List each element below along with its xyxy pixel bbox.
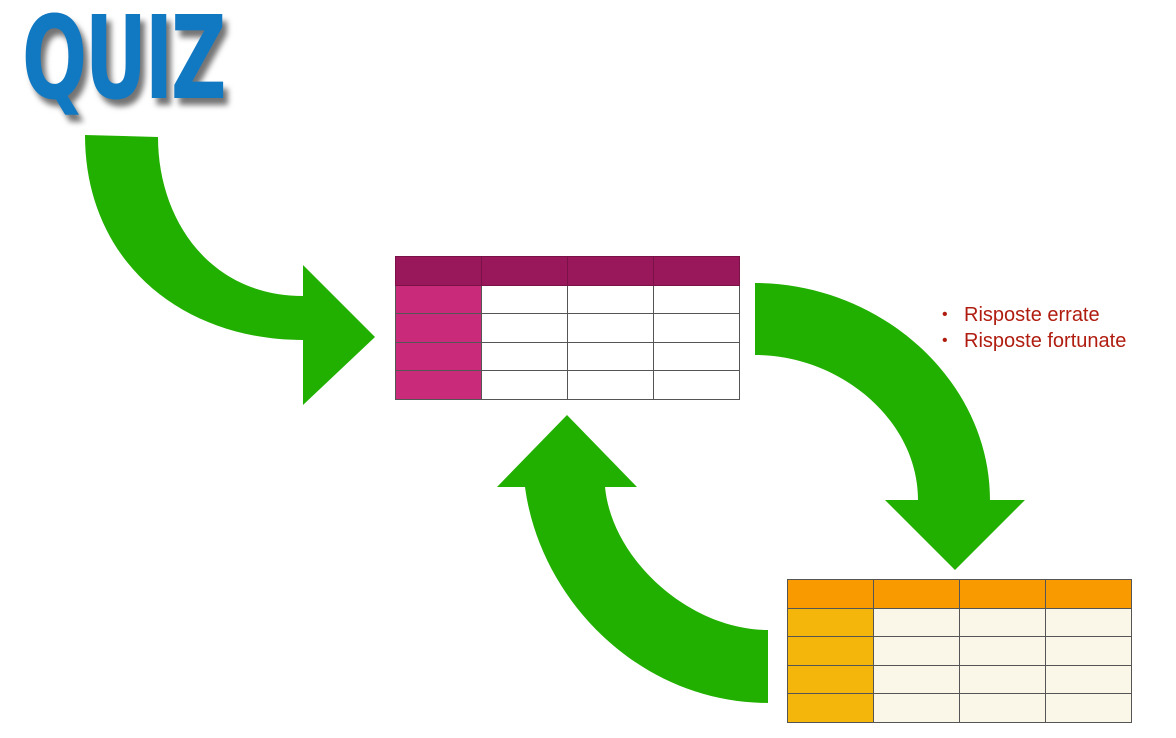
row-header-cell xyxy=(787,664,874,694)
table-cell xyxy=(567,370,654,400)
note-item: • Risposte errate xyxy=(942,302,1126,328)
row-header-cell xyxy=(787,693,874,723)
table-row xyxy=(787,636,1132,666)
row-header-cell xyxy=(395,341,482,371)
arrow-results-to-table xyxy=(497,415,768,703)
table-header-row xyxy=(787,579,1132,609)
table-cell xyxy=(481,284,568,314)
table-cell xyxy=(653,370,740,400)
table-row xyxy=(395,341,740,371)
row-header-cell xyxy=(395,313,482,343)
table-cell xyxy=(481,370,568,400)
table-cell xyxy=(873,693,960,723)
header-cell xyxy=(959,579,1046,609)
quiz-title: QUIZ xyxy=(21,0,227,127)
table-cell xyxy=(567,284,654,314)
table-cell xyxy=(481,341,568,371)
table-row xyxy=(395,370,740,400)
table-cell xyxy=(873,664,960,694)
table-row xyxy=(395,313,740,343)
table-row xyxy=(787,607,1132,637)
row-header-cell xyxy=(395,370,482,400)
note-item: • Risposte fortunate xyxy=(942,328,1126,354)
table-cell xyxy=(959,636,1046,666)
arrow-table-to-results xyxy=(755,283,1025,570)
bullet-icon: • xyxy=(942,306,948,323)
table-cell xyxy=(1045,664,1132,694)
table-cell xyxy=(653,341,740,371)
header-cell xyxy=(1045,579,1132,609)
table-cell xyxy=(567,313,654,343)
table-cell xyxy=(653,284,740,314)
table-cell xyxy=(959,693,1046,723)
bullet-icon: • xyxy=(942,332,948,349)
arrow-quiz-to-table xyxy=(85,135,375,405)
table-row xyxy=(395,284,740,314)
table-cell xyxy=(567,341,654,371)
note-text-wrong-answers: Risposte errate xyxy=(964,304,1100,326)
results-table xyxy=(395,256,740,400)
header-cell xyxy=(653,256,740,286)
table-row xyxy=(787,664,1132,694)
table-cell xyxy=(653,313,740,343)
table-cell xyxy=(1045,607,1132,637)
table-cell xyxy=(1045,693,1132,723)
table-cell xyxy=(873,607,960,637)
table-cell xyxy=(959,607,1046,637)
table-row xyxy=(787,693,1132,723)
table-cell xyxy=(873,636,960,666)
table-cell xyxy=(1045,636,1132,666)
table-cell xyxy=(959,664,1046,694)
header-cell xyxy=(873,579,960,609)
header-cell xyxy=(481,256,568,286)
header-cell xyxy=(395,256,482,286)
row-header-cell xyxy=(395,284,482,314)
table-header-row xyxy=(395,256,740,286)
row-header-cell xyxy=(787,636,874,666)
table-cell xyxy=(481,313,568,343)
header-cell xyxy=(787,579,874,609)
header-cell xyxy=(567,256,654,286)
row-header-cell xyxy=(787,607,874,637)
note-text-lucky-answers: Risposte fortunate xyxy=(964,330,1127,352)
notes-list: • Risposte errate • Risposte fortunate xyxy=(942,302,1126,354)
focus-table xyxy=(787,579,1132,723)
